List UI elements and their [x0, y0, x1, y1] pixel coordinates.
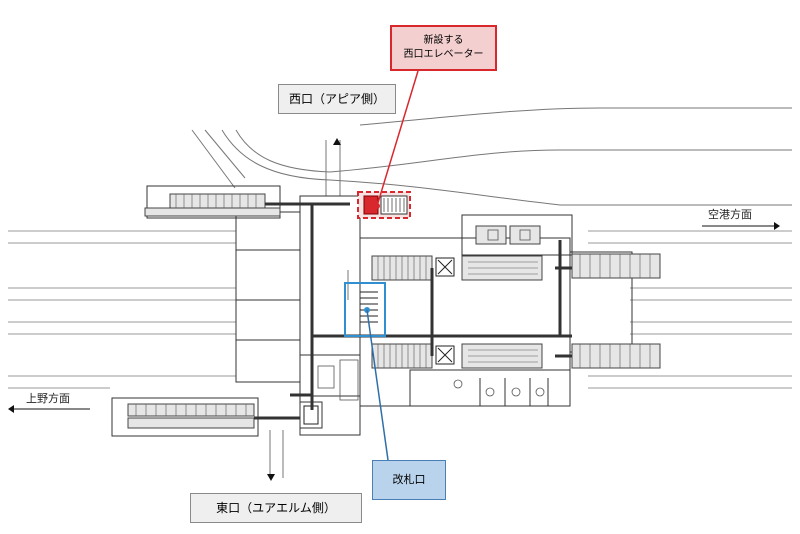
arrow-right-icon: [702, 222, 780, 230]
east-exit-label: 東口（ユアエルム側）: [190, 493, 362, 523]
track-lines: [8, 230, 792, 389]
new-elevator-label-line1: 新設する: [423, 35, 464, 46]
arrow-down-icon: [267, 474, 275, 481]
arrow-left-icon: [8, 405, 90, 413]
road-outline: [191, 107, 792, 478]
new-elevator-label-line2: 西口エレベーター: [403, 49, 484, 60]
arrow-up-icon: [333, 138, 341, 145]
ticket-gate-area: [344, 282, 386, 337]
elevator-symbols: [303, 257, 455, 425]
station-building: [111, 185, 633, 437]
airport-direction-label: 空港方面: [708, 208, 752, 221]
west-exit-label: 西口（アピア側）: [278, 84, 396, 114]
stairs-and-escalators: [127, 193, 661, 429]
stair-hatching: [135, 194, 651, 416]
new-elevator-callout: 新設する 西口エレベーター: [390, 25, 497, 71]
room-details: [317, 229, 545, 401]
ticket-gate-label: 改札口: [372, 460, 446, 500]
gate-leader-line: [366, 309, 389, 461]
ueno-direction-label: 上野方面: [26, 392, 70, 405]
elevator-leader-line: [376, 70, 419, 207]
new-west-elevator: [357, 191, 411, 219]
